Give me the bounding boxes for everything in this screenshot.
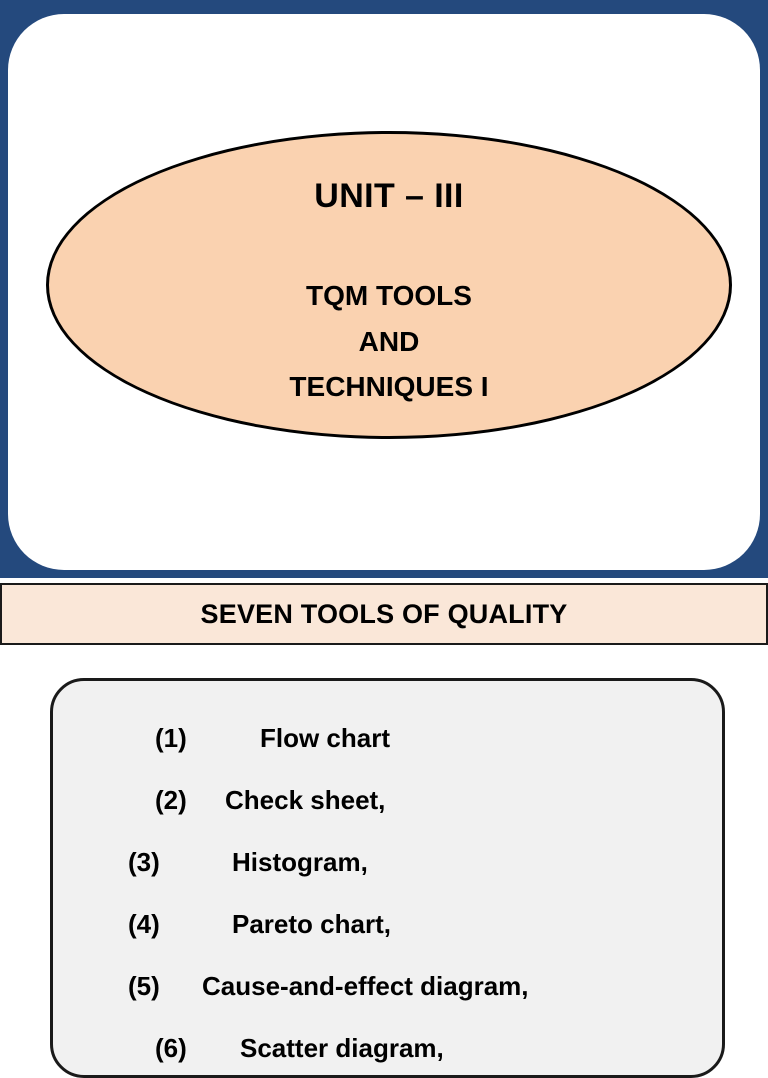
list-item: (2) Check sheet, <box>53 769 722 831</box>
section-banner: SEVEN TOOLS OF QUALITY <box>0 583 768 645</box>
list-item: (4) Pareto chart, <box>53 893 722 955</box>
unit-subtitle-line-1: TQM TOOLS <box>306 280 472 312</box>
list-item-label: Pareto chart, <box>232 909 391 939</box>
list-item-label: Check sheet, <box>225 785 386 815</box>
list-item: (5) Cause-and-effect diagram, <box>53 955 722 1017</box>
unit-subtitle-line-3: TECHNIQUES I <box>289 371 489 403</box>
list-item: (6) Scatter diagram, <box>53 1017 722 1075</box>
list-item-number: (4) <box>128 909 160 939</box>
list-item-number: (1) <box>155 723 187 753</box>
unit-title-ellipse: UNIT – III TQM TOOLS AND TECHNIQUES I <box>46 131 732 439</box>
unit-heading: UNIT – III <box>314 177 464 215</box>
section-banner-title: SEVEN TOOLS OF QUALITY <box>200 598 568 629</box>
title-slide-frame: UNIT – III TQM TOOLS AND TECHNIQUES I <box>0 0 768 578</box>
list-item-number: (3) <box>128 847 160 877</box>
list-item: (3) Histogram, <box>53 831 722 893</box>
list-item-label: Cause-and-effect diagram, <box>202 971 529 1001</box>
tools-list-card: (1) Flow chart (2) Check sheet, (3) Hist… <box>50 678 725 1078</box>
list-item-number: (5) <box>128 971 160 1001</box>
list-item: (1) Flow chart <box>53 707 722 769</box>
list-item-label: Scatter diagram, <box>240 1033 444 1063</box>
title-slide-card: UNIT – III TQM TOOLS AND TECHNIQUES I <box>8 14 760 570</box>
list-item-number: (6) <box>155 1033 187 1063</box>
list-item-number: (2) <box>155 785 187 815</box>
unit-subtitle-line-2: AND <box>358 325 420 357</box>
list-item-label: Flow chart <box>260 723 391 753</box>
unit-subtitle: TQM TOOLS AND TECHNIQUES I <box>289 273 488 409</box>
list-item-label: Histogram, <box>232 847 368 877</box>
